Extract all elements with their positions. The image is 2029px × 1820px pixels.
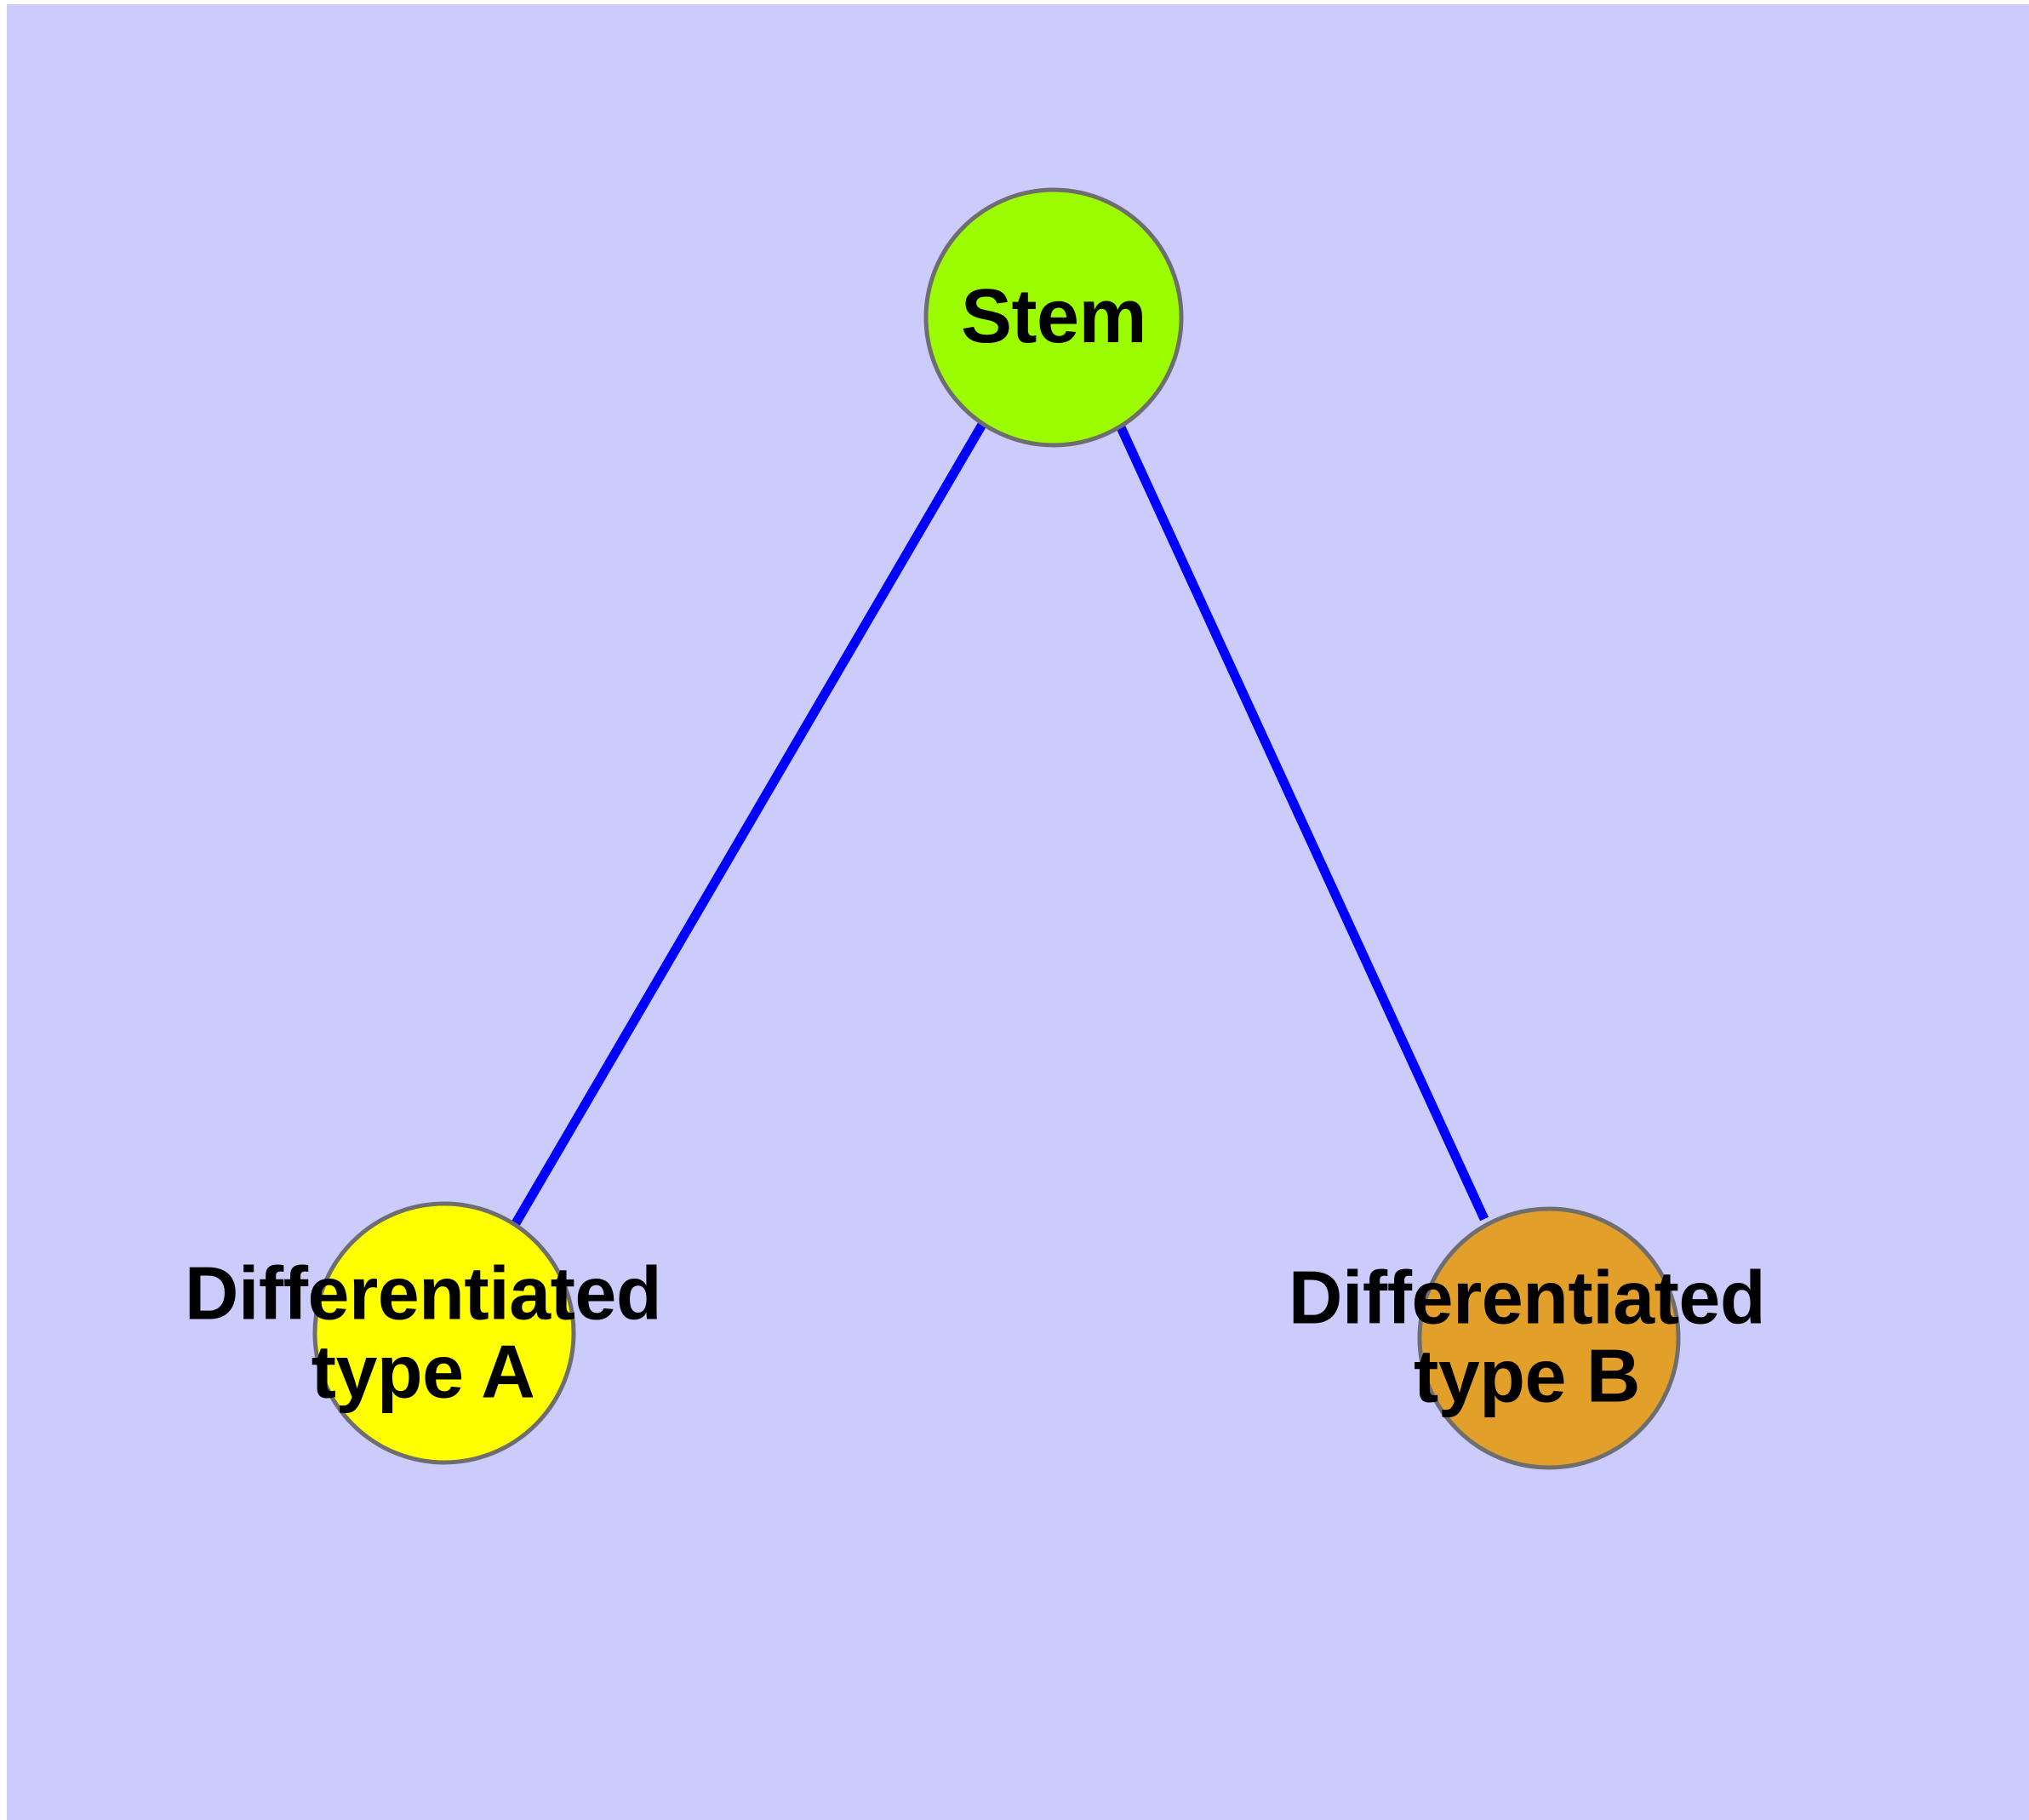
node-layer: [312, 187, 1681, 1470]
edge-layer: [512, 421, 1489, 1226]
edge-stem-to-diff-b[interactable]: [1117, 425, 1489, 1222]
node-circle-stem[interactable]: [923, 187, 1184, 448]
node-circle-diff-b[interactable]: [1417, 1206, 1681, 1470]
edge-stem-to-diff-a[interactable]: [512, 421, 987, 1226]
node-circle-diff-a[interactable]: [312, 1201, 576, 1465]
